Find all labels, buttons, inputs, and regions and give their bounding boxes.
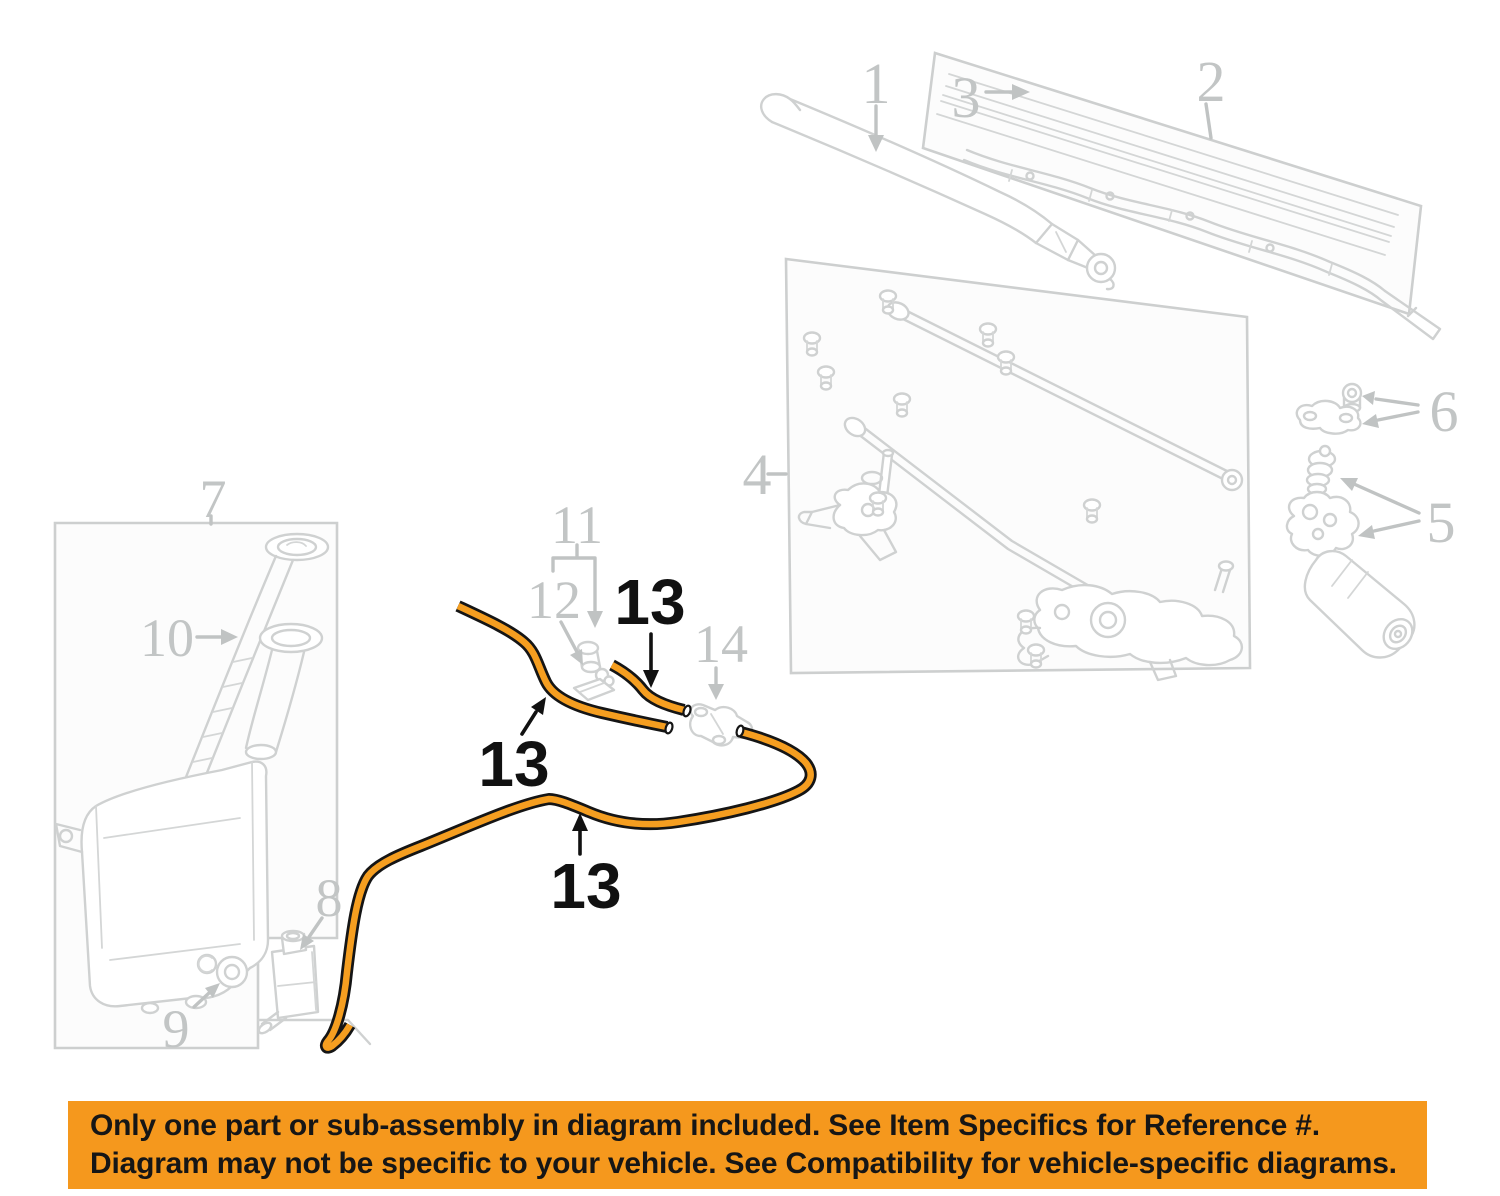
callout-13b-arrow (520, 710, 538, 736)
callout-part-9: 9 (163, 983, 220, 1059)
callout-6-label: 6 (1430, 379, 1459, 444)
callout-12-label: 12 (527, 570, 581, 630)
callout-13b-label: 13 (478, 728, 549, 800)
callout-hose-lower-13: 13 (550, 813, 622, 922)
callout-13c-label: 13 (550, 850, 621, 922)
callout-5-arrows (1352, 482, 1421, 533)
disclaimer-line-1: Only one part or sub-assembly in diagram… (90, 1109, 1320, 1142)
callout-12-arrow (559, 620, 579, 654)
callout-part-2: 2 (1197, 49, 1226, 140)
washer-hose-upper (455, 600, 669, 733)
washer-hose-short (609, 659, 686, 716)
washer-pump-drawing (257, 929, 320, 1035)
callout-part-10: 10 (140, 608, 238, 668)
link-and-bolt (1295, 382, 1363, 435)
wiper-blade-box (921, 51, 1442, 341)
blade-frame (962, 148, 1442, 341)
callout-8-arrow (307, 916, 324, 939)
washer-hose-long (319, 726, 817, 1054)
callout-part-6: 6 (1362, 379, 1459, 444)
callout-part-8: 8 (300, 868, 343, 950)
hose-joint-drawing (689, 703, 754, 747)
grommet-drawing (196, 953, 249, 989)
callout-9-arrow (192, 991, 211, 1009)
washer-hose-highlight (319, 600, 817, 1054)
wiper-linkage-box (784, 257, 1252, 682)
disclaimer-banner: Only one part or sub-assembly in diagram… (68, 1101, 1427, 1189)
callout-5-label: 5 (1427, 490, 1456, 555)
callout-part-14: 14 (694, 614, 748, 700)
callout-part-7: 7 (200, 469, 227, 529)
callout-2-label: 2 (1197, 49, 1226, 114)
wiper-motor-drawing (1285, 444, 1416, 659)
callout-7-label: 7 (200, 469, 227, 529)
washer-reservoir-box (53, 521, 372, 1050)
disclaimer-line-2: Diagram may not be specific to your vehi… (90, 1147, 1397, 1180)
wiper-arm-drawing (760, 92, 1117, 291)
callout-hose-middle-13: 13 (478, 697, 550, 800)
callout-part-3: 3 (952, 65, 1030, 130)
callout-part-12: 12 (527, 570, 583, 665)
callout-part-5: 5 (1340, 478, 1456, 555)
blade-insert-strips (936, 73, 1399, 256)
callout-14-label: 14 (694, 614, 748, 674)
callout-2-leader (1204, 102, 1213, 140)
callout-11-bracket (551, 543, 597, 616)
callout-13a-label: 13 (614, 566, 685, 638)
callout-10-label: 10 (140, 608, 194, 668)
callout-hose-upper-13: 13 (614, 566, 686, 688)
callout-part-4: 4 (743, 442, 788, 507)
callout-3-label: 3 (952, 65, 981, 130)
washer-nozzle-drawing (572, 640, 616, 702)
callout-part-1: 1 (862, 51, 891, 152)
callout-9-label: 9 (163, 999, 190, 1059)
callout-6-arrows (1374, 397, 1420, 422)
callout-part-11: 11 (551, 495, 603, 628)
